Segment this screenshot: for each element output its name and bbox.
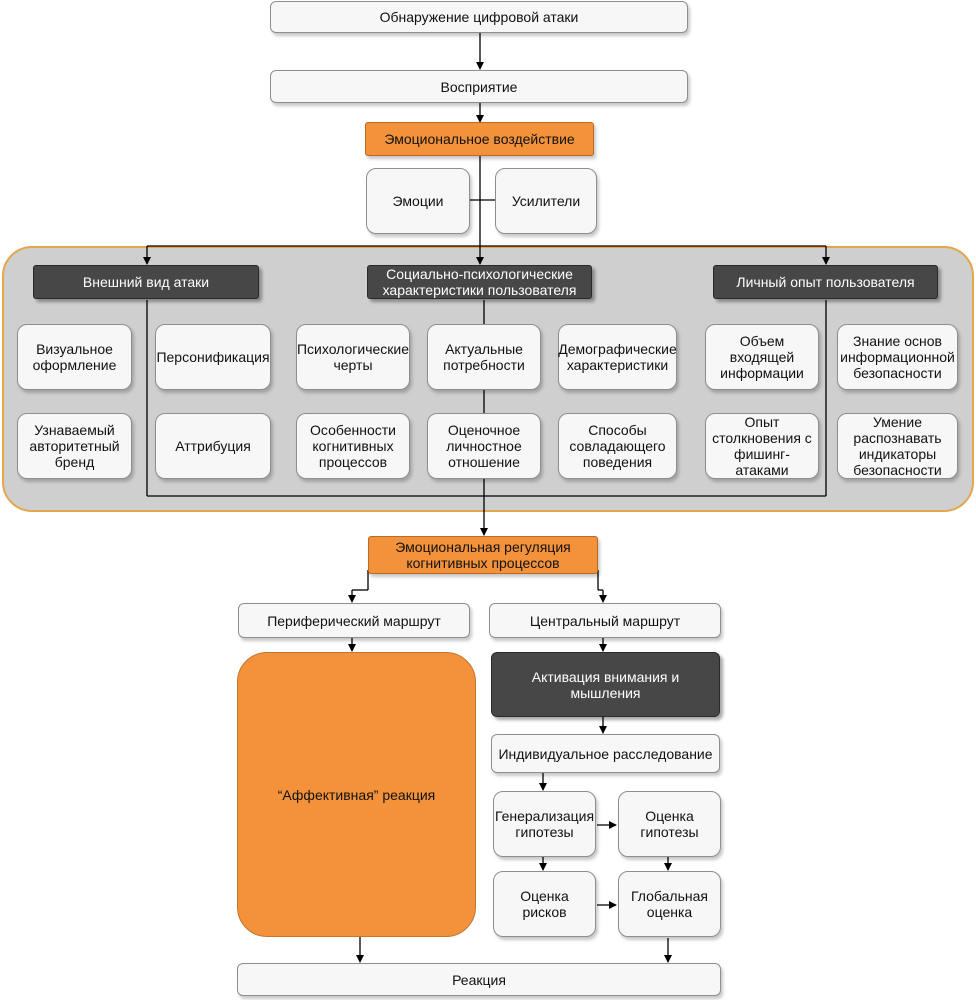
phishing-experience-box: Опыт столкновения с фишинг-атаками (705, 413, 819, 479)
affective-reaction-box: “Аффективная” реакция (237, 652, 476, 937)
attribution-box: Аттрибуция (155, 413, 271, 479)
personal-experience-header: Личный опыт пользователя (713, 265, 938, 299)
activation-box: Активация внимания и мышления (491, 652, 720, 717)
amplifiers-box: Усилители (495, 168, 597, 234)
attack-detection-box: Обнаружение цифровой атаки (270, 1, 688, 33)
emotional-impact-box: Эмоциональное воздействие (365, 122, 594, 156)
cognitive-features-box: Особенности когнитивных процессов (296, 413, 410, 479)
current-needs-box: Актуальные потребности (427, 324, 541, 390)
central-route-box: Центральный маршрут (489, 603, 721, 638)
emotions-box: Эмоции (366, 168, 470, 234)
attack-appearance-header: Внешний вид атаки (33, 265, 259, 299)
demographics-box: Демографические характеристики (558, 324, 677, 390)
recognizable-brand-box: Узнаваемый авторитетный бренд (17, 413, 132, 479)
peripheral-route-box: Периферический маршрут (238, 603, 470, 638)
coping-behavior-box: Способы совладающего поведения (558, 413, 677, 479)
global-evaluation-box: Глобальная оценка (618, 871, 721, 937)
personification-box: Персонификация (155, 324, 271, 390)
psych-traits-box: Психологические черты (296, 324, 410, 390)
security-knowledge-box: Знание основ информационной безопасности (837, 324, 958, 390)
incoming-info-box: Объем входящей информации (705, 324, 819, 390)
socio-psych-header: Социально-психологические характеристики… (367, 265, 592, 299)
hypothesis-generalization-box: Генерализация гипотезы (493, 791, 596, 857)
hypothesis-evaluation-box: Оценка гипотезы (618, 791, 721, 857)
emotional-regulation-box: Эмоциональная регуляция когнитивных проц… (368, 536, 598, 574)
risk-evaluation-box: Оценка рисков (493, 871, 596, 937)
security-indicators-box: Умение распознавать индикаторы безопасно… (837, 413, 958, 479)
personal-attitude-box: Оценочное личностное отношение (427, 413, 541, 479)
visual-design-box: Визуальное оформление (17, 324, 132, 390)
investigation-box: Индивидуальное расследование (491, 734, 720, 773)
perception-box: Восприятие (270, 70, 688, 103)
reaction-box: Реакция (237, 963, 721, 996)
